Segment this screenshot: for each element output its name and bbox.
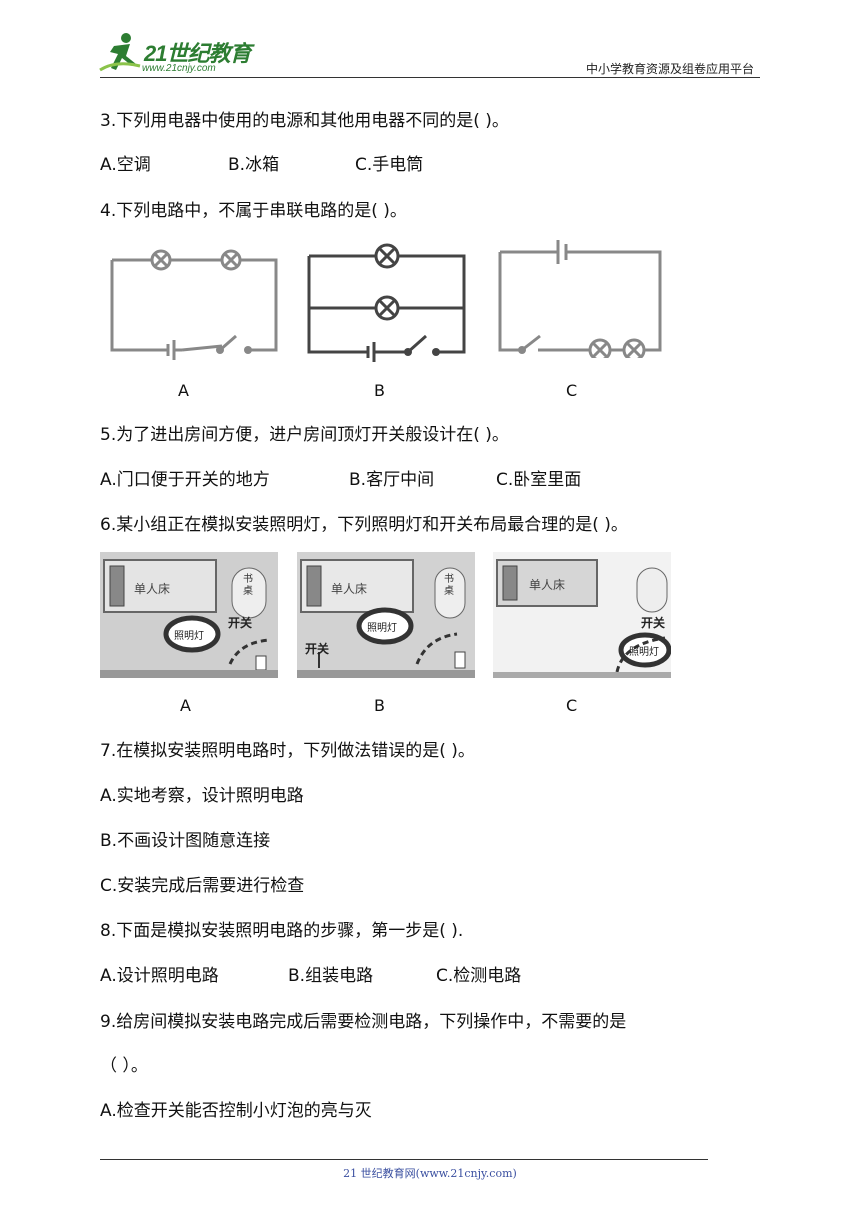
switch-label: 开关 [305,642,330,656]
circuit-c-label: C [566,381,578,400]
page-header: 21世纪教育 www.21cnjy.com 中小学教育资源及组卷应用平台 [0,0,860,80]
lamp-label: 照明灯 [367,623,397,634]
switch-label: 开关 [228,616,253,630]
q5-stem: 5.为了进出房间方便，进户房间顶灯开关般设计在( )。 [100,425,509,445]
q3-option-b: B.冰箱 [228,155,280,175]
q9-option-a: A.检查开关能否控制小灯泡的亮与灭 [100,1101,372,1121]
desk-label: 书桌 [444,574,454,597]
q8-option-c: C.检测电路 [436,966,522,986]
photo-a-label: A [180,696,191,715]
q3-option-c: C.手电筒 [355,155,424,175]
photo-b-label: B [374,696,385,715]
circuit-a-label: A [178,381,189,400]
lamp-label: 照明灯 [629,647,659,658]
footer-divider [100,1159,708,1160]
q3-stem: 3.下列用电器中使用的电源和其他用电器不同的是( )。 [100,111,509,131]
bed-label: 单人床 [529,578,566,592]
layout-photo-c: 单人床 开关 照明灯 [493,552,672,678]
q4-stem: 4.下列电路中，不属于串联电路的是( )。 [100,201,407,221]
q7-option-c: C.安装完成后需要进行检查 [100,876,305,896]
circuit-b-label: B [374,381,385,400]
bed-label: 单人床 [331,582,368,596]
circuit-c-diagram [498,240,662,358]
q8-stem: 8.下面是模拟安装照明电路的步骤，第一步是( ). [100,921,464,941]
layout-photo-b: 单人床 书桌 照明灯 开关 [297,552,475,678]
logo: 21世纪教育 www.21cnjy.com [96,30,266,80]
layout-photo-a: 单人床 书桌 照明灯 开关 [100,552,278,678]
bed-label: 单人床 [134,582,171,596]
logo-text: 21世纪教育 [144,41,251,66]
q5-option-b: B.客厅中间 [349,470,435,490]
circuit-a-diagram [110,249,278,360]
q9-stem-blank: （ ）。 [100,1056,148,1076]
q7-option-b: B.不画设计图随意连接 [100,831,271,851]
runner-logo-icon [99,33,141,72]
q3-option-a: A.空调 [100,155,151,175]
q7-stem: 7.在模拟安装照明电路时，下列做法错误的是( )。 [100,741,475,761]
header-divider [100,77,760,78]
q6-stem: 6.某小组正在模拟安装照明灯，下列照明灯和开关布局最合理的是( )。 [100,515,628,535]
room-layout-b-image [297,552,475,678]
q5-option-a: A.门口便于开关的地方 [100,470,270,490]
q5-option-c: C.卧室里面 [496,470,582,490]
logo-url: www.21cnjy.com [142,63,216,74]
photo-c-label: C [566,696,578,715]
q7-option-a: A.实地考察，设计照明电路 [100,786,304,806]
room-layout-c-image [493,552,672,678]
lamp-label: 照明灯 [174,631,204,642]
q9-stem: 9.给房间模拟安装电路完成后需要检测电路，下列操作中，不需要的是 [100,1012,627,1032]
desk-label: 书桌 [243,574,253,597]
q8-option-b: B.组装电路 [288,966,374,986]
page-footer: 21 世纪教育网(www.21cnjy.com) [343,1167,517,1180]
room-layout-a-image [100,552,278,678]
switch-label: 开关 [641,616,666,630]
circuit-b-diagram [307,243,466,362]
header-platform-text: 中小学教育资源及组卷应用平台 [585,62,754,76]
q8-option-a: A.设计照明电路 [100,966,219,986]
